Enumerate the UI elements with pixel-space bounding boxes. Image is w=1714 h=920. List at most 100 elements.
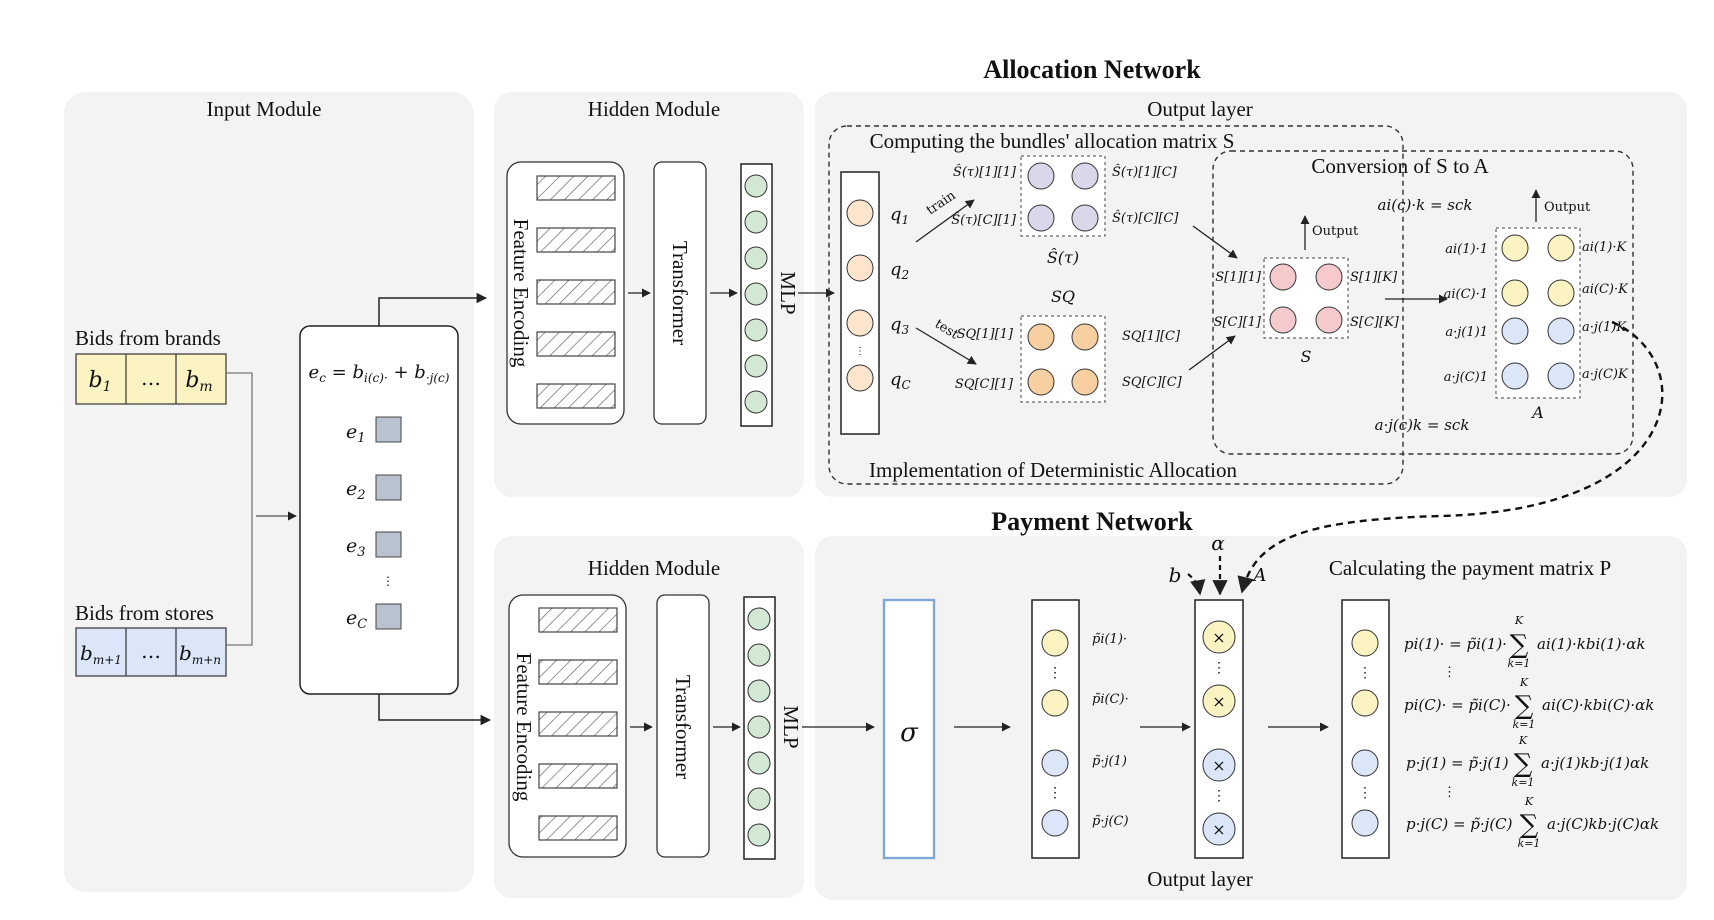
s-output-label: Output	[1312, 224, 1359, 239]
hidden-module-top-title: Hidden Module	[588, 97, 720, 121]
brand-bid-last: bm	[185, 368, 212, 395]
s-hat-bl-label: Ŝ(τ)[C][1]	[951, 211, 1017, 228]
a-right-4: a·j(C)K	[1582, 367, 1629, 382]
s-caption: S	[1301, 347, 1312, 366]
formula-4-sum: ∑	[1520, 810, 1539, 840]
formula-2-sum-bottom: k=1	[1513, 718, 1536, 731]
formula-dots-1: ⋮	[1443, 665, 1456, 680]
formula-2-lhs: pi(C)· = p̃i(C)·	[1404, 696, 1511, 714]
formula-2-sum: ∑	[1515, 691, 1534, 721]
embedding-formula: ec = bi(c)· + b·j(c)	[309, 362, 450, 385]
formula-3-lhs: p·j(1) = p̃·j(1)	[1406, 754, 1509, 772]
bids-bracket	[226, 372, 253, 646]
store-bids-row: bm+1 … bm+n	[75, 627, 227, 677]
product-times-4: ×	[1212, 820, 1225, 839]
formula-3-sum-bottom: k=1	[1512, 776, 1535, 789]
feature-encoding-bottom-label: Feature Encoding	[512, 653, 536, 802]
a-right-1: ai(1)·K	[1582, 240, 1627, 255]
formula-3-sum: ∑	[1514, 749, 1533, 779]
mlp-bottom-label: MLP	[779, 705, 803, 748]
a-left-3: a·j(1)1	[1445, 325, 1488, 340]
brand-bid-ellipsis: …	[141, 366, 161, 390]
svg-text:⋮: ⋮	[1212, 660, 1226, 676]
a-output-label: Output	[1544, 200, 1591, 215]
s-bl-label: S[C][1]	[1214, 315, 1262, 330]
formula-2-rhs: ai(C)·kbi(C)·αk	[1542, 696, 1654, 714]
implementation-label: Implementation of Deterministic Allocati…	[869, 458, 1237, 482]
svg-text:⋮: ⋮	[1358, 665, 1372, 681]
formula-1-sum: ∑	[1510, 630, 1529, 660]
mlp-bottom-nodes	[747, 607, 771, 847]
embedding-e2-square	[375, 474, 402, 501]
embedding-e3-square	[375, 531, 402, 558]
s-q-nodes	[1027, 323, 1099, 396]
a-right-3: a·j(1)K	[1582, 320, 1627, 335]
feature-encoding-bottom-blocks	[538, 607, 618, 841]
embedding-eC-square	[375, 603, 402, 630]
svg-text:⋮: ⋮	[1048, 665, 1062, 681]
p-tilde-1: p̃i(1)·	[1092, 632, 1127, 647]
a-left-1: ai(1)·1	[1445, 242, 1488, 257]
q-nodes: ⋮	[846, 199, 874, 392]
product-times-3: ×	[1212, 756, 1225, 775]
a-left-4: a·j(C)1	[1444, 370, 1488, 385]
a-nodes	[1501, 234, 1575, 390]
payment-output-panel	[815, 536, 1687, 900]
s-hat-caption: Ŝ(τ)	[1047, 247, 1079, 267]
p-tilde-4: p̃·j(C)	[1092, 814, 1129, 829]
b-input-label: b	[1169, 563, 1182, 587]
formula-2-sum-top: K	[1519, 676, 1529, 689]
s-tr-label: S[1][K]	[1350, 270, 1398, 285]
bids-from-brands-label: Bids from brands	[75, 326, 221, 350]
bids-from-stores-label: Bids from stores	[75, 601, 214, 625]
s-hat-to-s-arrow	[1192, 225, 1238, 259]
s-nodes	[1269, 263, 1343, 334]
formula-4-rhs: a·j(C)kb·j(C)αk	[1547, 815, 1659, 833]
formula-4-sum-bottom: k=1	[1518, 837, 1541, 850]
sigma-label: σ	[900, 718, 919, 748]
transformer-bottom-box	[656, 594, 710, 858]
s-q-caption: SQ	[1051, 287, 1075, 306]
payment-matrix-title-text: Calculating the payment matrix P	[1329, 556, 1611, 580]
sigma-box	[882, 598, 936, 860]
s-br-label: S[C][K]	[1350, 315, 1400, 330]
conversion-title: Conversion of S to A	[1311, 154, 1489, 178]
a-caption: A	[1530, 403, 1544, 422]
payment-formula-4: p·j(C) = p̃·j(C) K ∑ k=1 a·j(C)kb·j(C)αk	[1406, 795, 1659, 850]
transformer-top-box	[653, 161, 707, 425]
formula-3-rhs: a·j(1)kb·j(1)αk	[1541, 754, 1649, 772]
hidden-module-bottom-title: Hidden Module	[588, 556, 720, 580]
a-input-label: A	[1252, 565, 1267, 586]
embedding-to-hidden-bottom-arrow	[378, 694, 492, 726]
embedding-e1-square	[375, 416, 402, 443]
payment-formula-1: pi(1)· = p̃i(1)· K ∑ k=1 ai(1)·kbi(1)·αk	[1404, 614, 1645, 670]
brand-bids-row: b1 … bm	[75, 353, 227, 405]
p-nodes: ⋮ ⋮	[1351, 629, 1379, 837]
store-bid-ellipsis: …	[141, 639, 161, 663]
formula-1-sum-top: K	[1514, 614, 1524, 627]
input-module-title: Input Module	[207, 97, 322, 121]
s-tl-label: S[1][1]	[1215, 270, 1262, 285]
s-q-tr-label: SQ[1][C]	[1122, 329, 1181, 344]
s-hat-br-label: Ŝ(τ)[C][C]	[1112, 209, 1179, 226]
product-nodes: ⋮ ⋮	[1202, 620, 1236, 846]
payment-matrix-title: Calculating the payment matrix P	[1329, 556, 1611, 580]
a-formula-top: ai(c)·k = sck	[1378, 196, 1473, 214]
payment-network-title: Payment Network	[991, 507, 1193, 536]
a-left-2: ai(C)·1	[1444, 287, 1488, 302]
p-tilde-2: p̃i(C)·	[1092, 692, 1129, 707]
formula-dots-2: ⋮	[1443, 785, 1456, 800]
transformer-bottom-label: Transformer	[671, 675, 695, 779]
embedding-dots: ⋮	[382, 574, 394, 588]
product-times-2: ×	[1212, 692, 1225, 711]
s-hat-tl-label: Ŝ(τ)[1][1]	[953, 163, 1017, 180]
feature-encoding-top-blocks	[536, 175, 616, 409]
formula-3-sum-top: K	[1518, 734, 1528, 747]
test-arrow	[915, 327, 977, 365]
mlp-top-label: MLP	[776, 271, 800, 314]
s-q-tl-label: SQ[1][1]	[957, 327, 1014, 342]
svg-text:⋮: ⋮	[1048, 785, 1062, 801]
embedding-to-hidden-top-arrow	[378, 292, 488, 326]
mlp-top-nodes	[744, 174, 768, 414]
